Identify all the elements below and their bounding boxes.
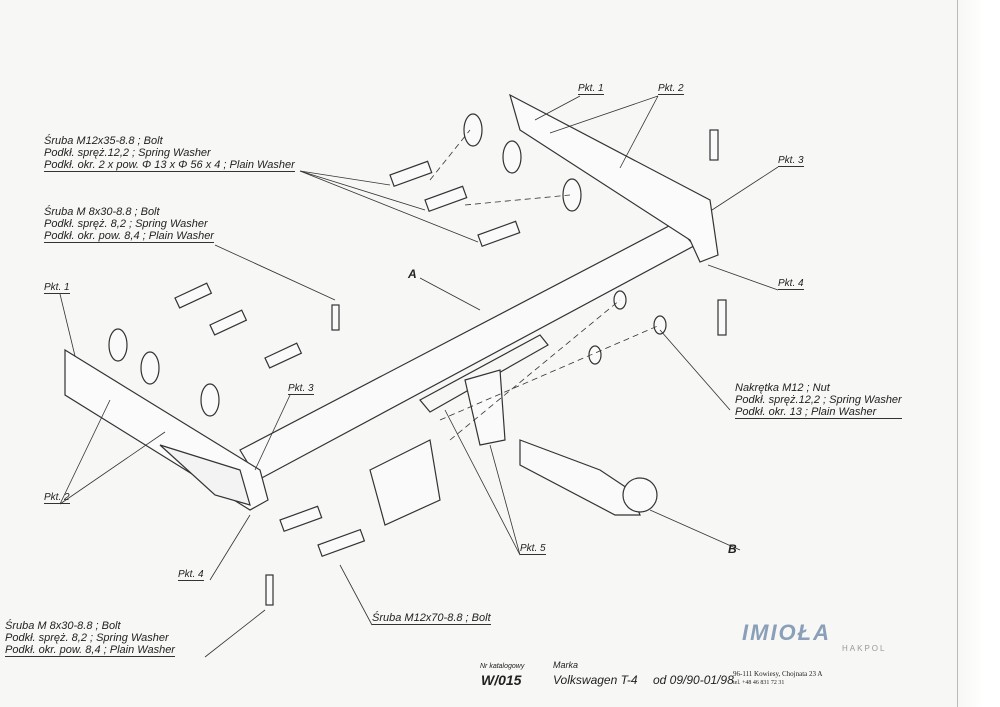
callout-nut-m12: Nakrętka M12 ; Nut Podkł. spręż.12,2 ; S… [735, 382, 902, 419]
callout-line: Podkł. spręż. 8,2 ; Spring Washer [5, 632, 169, 644]
label-pkt3-right: Pkt. 3 [778, 155, 804, 167]
logo-subtext: HAKPOL [842, 644, 887, 653]
callout-line: Podkł. spręż. 8,2 ; Spring Washer [44, 218, 208, 230]
catalog-number: W/015 [481, 672, 522, 688]
label-part-a: A [408, 267, 417, 281]
callout-bolt-m8x30-bottom: Śruba M 8x30-8.8 ; Bolt Podkł. spręż. 8,… [5, 620, 175, 657]
label-pkt2-top: Pkt. 2 [658, 83, 684, 95]
brand-label: Marka [553, 660, 579, 670]
callout-bolt-m8x30-top: Śruba M 8x30-8.8 ; Bolt Podkł. spręż. 8,… [44, 206, 214, 243]
callout-line: Nakrętka M12 ; Nut [735, 382, 830, 394]
label-pkt2-left: Pkt. 2 [44, 492, 70, 504]
callout-line: Śruba M 8x30-8.8 ; Bolt [44, 206, 160, 218]
company-logo: IMIOŁA HAKPOL [742, 620, 884, 653]
production-years: od 09/90-01/98 [653, 673, 734, 687]
callout-line: Podkł. okr. pow. 8,4 ; Plain Washer [44, 230, 214, 242]
callout-bolt-m12x35: Śruba M12x35-8.8 ; Bolt Podkł. spręż.12,… [44, 135, 295, 172]
callout-line: Śruba M12x35-8.8 ; Bolt [44, 135, 163, 147]
mount-plate [419, 334, 549, 413]
ball-neck [519, 439, 641, 516]
label-part-b: B [728, 542, 737, 556]
brand-value: Volkswagen T-4 [553, 673, 638, 687]
label-pkt1-top: Pkt. 1 [578, 83, 604, 95]
washers [108, 113, 667, 417]
callout-line: Podkł. spręż.12,2 ; Spring Washer [44, 147, 211, 159]
crossbar-tube [239, 214, 706, 481]
callout-line: Podkł. okr. pow. 8,4 ; Plain Washer [5, 644, 175, 656]
label-pkt4-right: Pkt. 4 [778, 278, 804, 290]
company-address: 96-111 Kowiesy, Chojnata 23 A [733, 670, 823, 678]
bolts [174, 129, 727, 606]
label-pkt1-left: Pkt. 1 [44, 282, 70, 294]
right-bracket [509, 93, 719, 263]
catalog-label: Nr katalogowy [480, 663, 525, 670]
tow-ball [622, 477, 658, 513]
logo-text: IMIOŁA [742, 620, 831, 645]
callout-bolt-m12x70: Śruba M12x70-8.8 ; Bolt [372, 612, 491, 625]
company-phone: tel. +48 46 831 72 31 [733, 680, 785, 686]
callout-line: Śruba M 8x30-8.8 ; Bolt [5, 620, 121, 632]
callout-line: Podkł. spręż.12,2 ; Spring Washer [735, 394, 902, 406]
paper-edge [957, 0, 1000, 707]
callout-line: Podkł. okr. 13 ; Plain Washer [735, 406, 877, 418]
label-pkt4-left: Pkt. 4 [178, 569, 204, 581]
callout-line: Podkł. okr. 2 x pow. Φ 13 x Φ 56 x 4 ; P… [44, 159, 295, 171]
label-pkt3-left: Pkt. 3 [288, 383, 314, 395]
socket-plate [369, 439, 441, 526]
label-pkt5: Pkt. 5 [520, 543, 546, 555]
